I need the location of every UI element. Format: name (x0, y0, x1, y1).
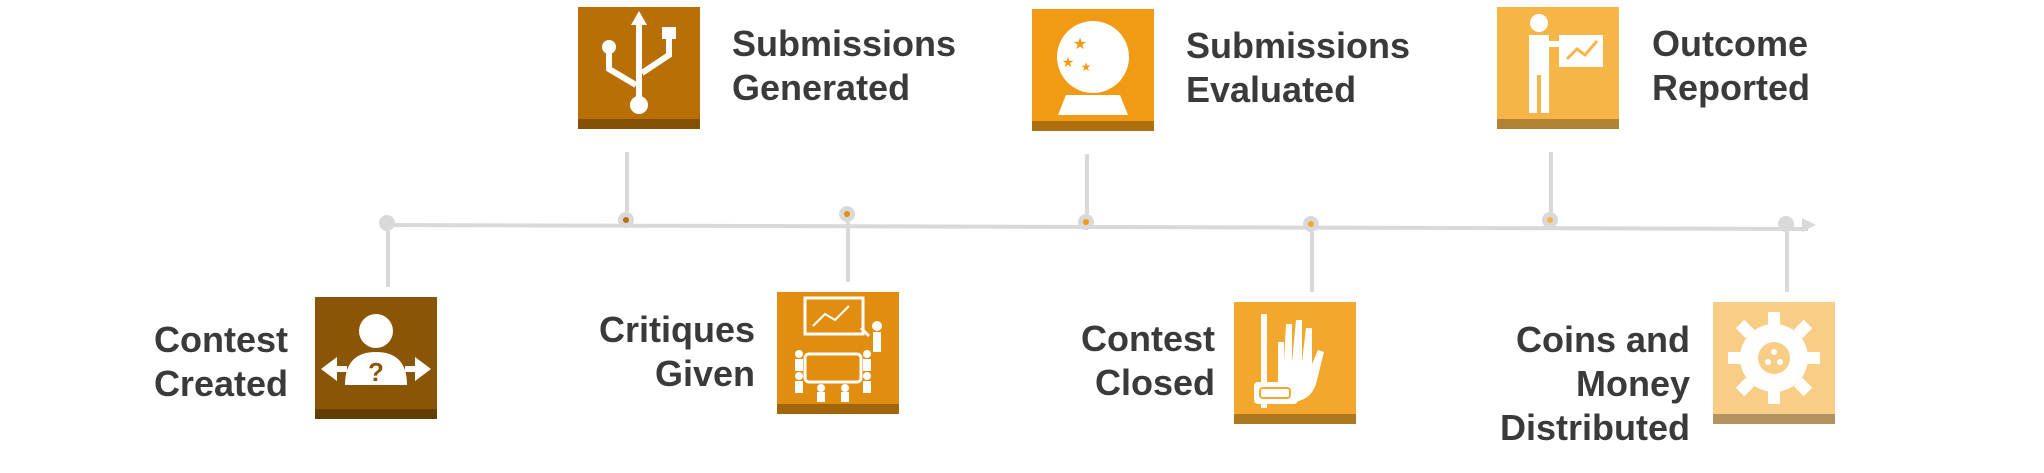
stem-contest-closed (1310, 232, 1314, 292)
timeline-node-submissions-generated (618, 212, 634, 228)
stem-submissions-generated (625, 152, 629, 212)
stage-label-outcome-reported: Outcome Reported (1652, 23, 1811, 108)
svg-text:?: ? (368, 357, 384, 387)
timeline-line (387, 223, 1809, 231)
stem-critiques-given (846, 222, 850, 282)
timeline-node-contest-created (379, 215, 395, 231)
stage-icon-critiques-given (777, 292, 899, 414)
stage-label-submissions-evaluated: Submissions Evaluated (1186, 25, 1411, 110)
svg-text:★: ★ (1062, 54, 1075, 70)
svg-text:★: ★ (1081, 60, 1092, 74)
user-question-icon: ? (321, 314, 431, 387)
stem-outcome-reported (1549, 152, 1553, 212)
hand-stop-icon (1254, 314, 1324, 408)
gear-coin-icon (1728, 312, 1820, 404)
svg-text:★: ★ (1073, 36, 1087, 53)
timeline-node-contest-closed (1303, 216, 1319, 232)
stage-icon-coins-distributed (1713, 302, 1835, 424)
stage-icon-submissions-generated (578, 7, 700, 129)
stem-coins-distributed (1785, 232, 1789, 292)
presenter-chart-icon (1529, 14, 1603, 113)
stage-icon-contest-closed (1234, 302, 1356, 424)
timeline-node-submissions-evaluated (1078, 214, 1094, 230)
stem-contest-created (386, 231, 390, 287)
timeline-arrow-icon (1802, 218, 1816, 232)
timeline-node-coins-distributed (1778, 216, 1794, 232)
stem-submissions-evaluated (1085, 154, 1089, 214)
stage-icon-submissions-evaluated: ★ ★ ★ (1032, 9, 1154, 131)
stage-label-critiques-given: Critiques Given (598, 309, 755, 394)
stage-label-submissions-generated: Submissions Generated (732, 23, 957, 108)
stage-icon-outcome-reported (1497, 7, 1619, 129)
usb-branch-icon (602, 11, 676, 114)
stage-icon-contest-created: ? (315, 297, 437, 419)
meeting-presentation-icon (795, 296, 882, 402)
timeline-node-outcome-reported (1542, 212, 1558, 228)
stage-label-coins-distributed: Coins and Money Distributed (1499, 319, 1690, 448)
stage-label-contest-created: Contest Created (153, 319, 288, 404)
crystal-ball-icon: ★ ★ ★ (1057, 21, 1129, 115)
timeline-node-critiques-given (839, 206, 855, 222)
stage-label-contest-closed: Contest Closed (1081, 318, 1215, 403)
